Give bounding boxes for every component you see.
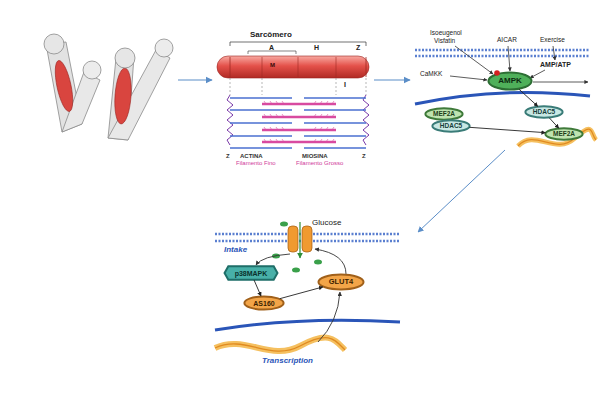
text-label: Isoeugenol [430, 30, 462, 37]
text-label: Z [356, 44, 360, 51]
pathway-arrow [549, 118, 559, 128]
text-label: Filamento Grosso [296, 160, 343, 166]
pathway-arrow [280, 287, 323, 299]
nuclear-envelope [215, 320, 400, 330]
text-label: Z [362, 153, 366, 159]
text-label: H [314, 44, 319, 51]
pathway-node: GLUT4 [318, 274, 364, 290]
cycle-arrows [256, 249, 346, 342]
node-label: MEF2A [433, 111, 455, 118]
node-label: HDAC5 [533, 109, 555, 116]
cell-membrane [415, 50, 590, 56]
pathway-node: MEF2A [425, 108, 463, 120]
text-label: A [269, 44, 274, 51]
text-label: AMP/ATP [540, 61, 571, 68]
text-label: Sarcômero [250, 31, 292, 39]
node-label: AS160 [253, 300, 274, 307]
pathway-node: p38MAPK [224, 266, 278, 280]
text-label: ACTINA [240, 153, 263, 159]
dna-strand [518, 129, 596, 146]
glucose-transporter [288, 222, 312, 258]
text-label: Visfatin [434, 38, 455, 45]
text-label: Glucose [312, 219, 341, 227]
flow-arrow [418, 150, 505, 232]
node-shape [425, 108, 462, 119]
text-label: Z [226, 153, 230, 159]
text-label: Transcription [262, 357, 313, 365]
pathway-arrow [470, 127, 546, 132]
sarcomere-illustration [217, 42, 369, 148]
pathway-arrow [254, 280, 261, 296]
pathway-node: AS160 [244, 296, 284, 310]
node-label: HDAC5 [440, 123, 462, 130]
flow-arrow [374, 79, 410, 80]
pathway-node: AMPK [488, 72, 532, 90]
node-label: AMPK [498, 77, 522, 85]
node-shape [244, 296, 283, 309]
text-label: Filamento Fino [236, 160, 276, 166]
text-label: Exercise [540, 37, 565, 44]
text-label: M [270, 62, 275, 68]
arm-illustration [44, 34, 173, 140]
pathway-node: HDAC5 [432, 120, 470, 132]
text-label: MIOSINA [302, 153, 328, 159]
text-label: AICAR [497, 37, 517, 44]
pathway-node: MEF2A [545, 128, 583, 140]
node-shape [225, 266, 278, 279]
phosphate-dot [494, 70, 500, 76]
text-label: I [344, 81, 346, 88]
pathway-arrow [519, 89, 538, 106]
node-shape [318, 274, 363, 289]
glucose-molecule [272, 222, 322, 273]
dna-strand [215, 338, 345, 352]
node-shape [545, 128, 582, 139]
flow-arrow [178, 79, 212, 80]
pathway-node: HDAC5 [525, 106, 563, 118]
text-label: CaMKK [420, 71, 442, 78]
text-label: Intake [224, 246, 247, 254]
node-shape [525, 106, 562, 117]
node-shape [432, 120, 469, 131]
node-label: MEF2A [553, 131, 575, 138]
node-label: p38MAPK [235, 270, 268, 277]
nuclear-envelope [415, 92, 590, 104]
node-shape [488, 73, 531, 90]
node-label: GLUT4 [329, 278, 354, 286]
